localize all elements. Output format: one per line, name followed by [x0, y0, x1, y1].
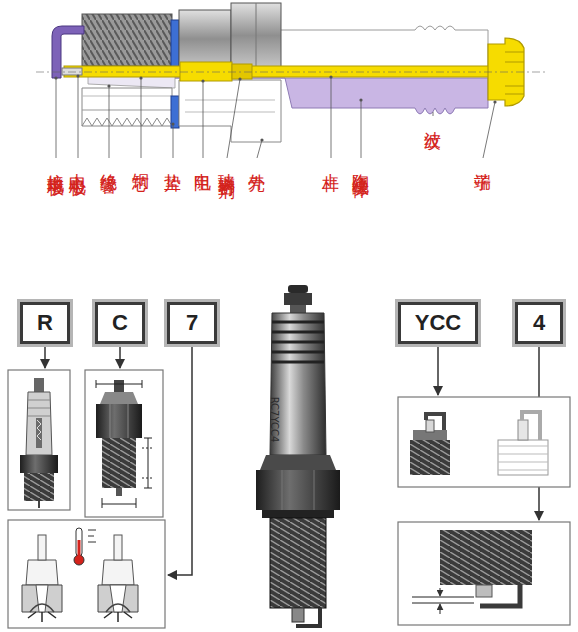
- part-label: 上杆: [321, 160, 341, 164]
- code-letter: YCC: [415, 310, 461, 336]
- code-letter: 4: [533, 310, 545, 336]
- code-letter: R: [37, 310, 53, 336]
- part-label: 波纹: [423, 118, 443, 122]
- part-label: 绝缘管: [99, 160, 119, 166]
- part-label: 端子: [473, 160, 493, 164]
- part-label: 垫片: [163, 160, 183, 164]
- part-label: 接地电极: [46, 160, 66, 168]
- model-code: RC7YCC4: [269, 390, 280, 450]
- code-box: C: [95, 302, 145, 344]
- part-label: 电阻: [193, 160, 213, 164]
- code-letter: C: [112, 310, 128, 336]
- part-label: 玻璃密封剂: [217, 160, 237, 170]
- code-letter: 7: [186, 310, 198, 336]
- part-label: 外壳: [247, 160, 267, 164]
- part-label: 铜芯: [131, 160, 151, 164]
- code-box: 4: [515, 302, 563, 344]
- part-label: 中心电极: [68, 160, 88, 168]
- code-box: R: [20, 302, 70, 344]
- part-label: 陶瓷绝缘体: [351, 160, 371, 170]
- code-box: 7: [167, 302, 217, 344]
- code-box: YCC: [398, 302, 478, 344]
